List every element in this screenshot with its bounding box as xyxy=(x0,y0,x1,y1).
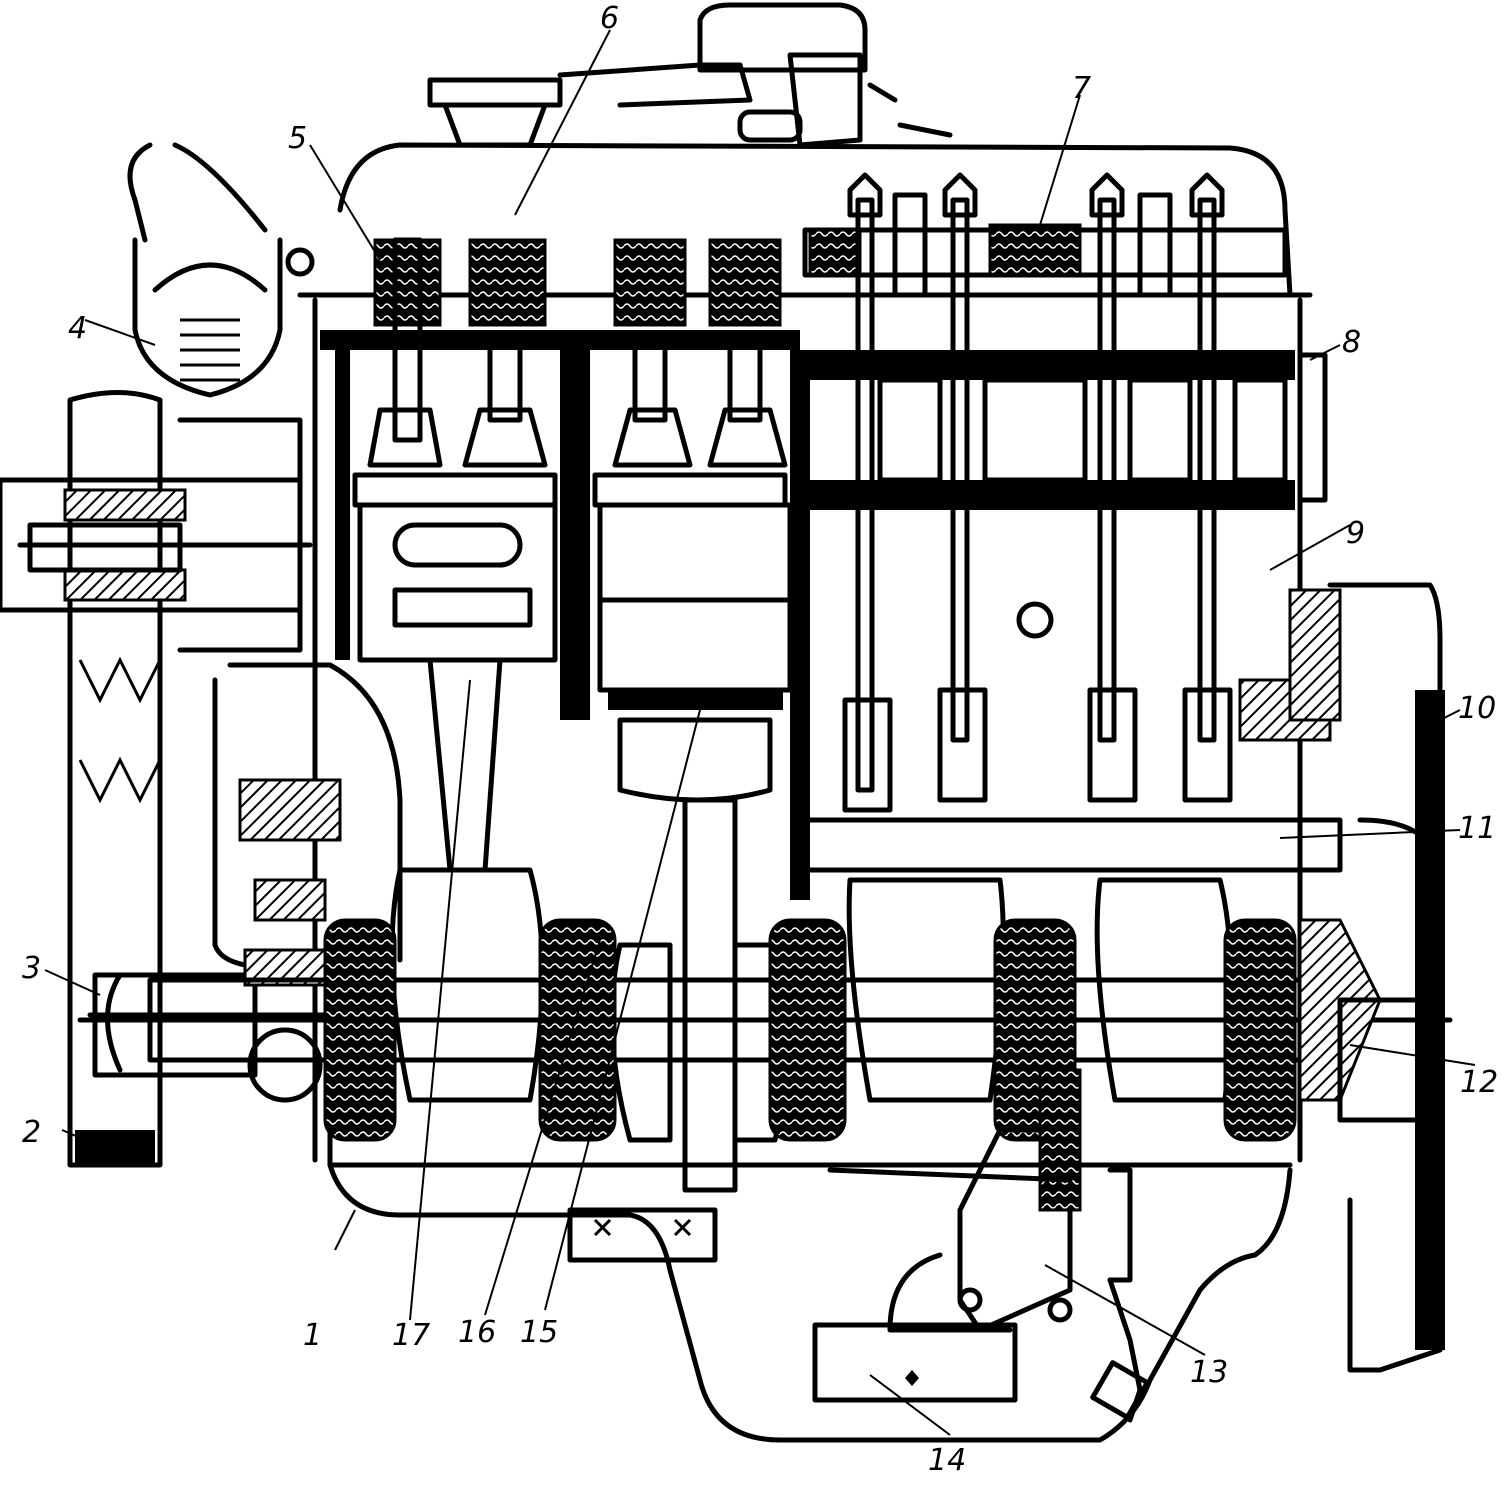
valve-springs xyxy=(367,237,788,468)
callout-14: 14 xyxy=(928,1443,966,1478)
cylinder-head xyxy=(320,330,810,900)
callout-labels: 1 2 3 4 5 6 7 8 9 10 11 12 13 14 15 16 1… xyxy=(22,1,1498,1478)
callout-17: 17 xyxy=(392,1318,430,1353)
cam-followers xyxy=(842,678,1332,813)
callout-11: 11 xyxy=(1458,811,1496,846)
callout-7: 7 xyxy=(1072,71,1091,106)
callout-9: 9 xyxy=(1346,516,1365,551)
piston-left xyxy=(357,502,558,873)
oil-pan-bracket xyxy=(567,1167,1073,1263)
callout-2: 2 xyxy=(22,1115,41,1150)
main-bearings xyxy=(323,918,1297,1142)
rocker-shaft xyxy=(802,192,1288,298)
callout-10: 10 xyxy=(1458,691,1496,726)
callout-16: 16 xyxy=(458,1315,496,1350)
callout-3: 3 xyxy=(22,951,41,986)
oil-pump xyxy=(957,1068,1150,1423)
callout-1: 1 xyxy=(303,1318,322,1353)
leader-lines xyxy=(44,29,1476,1436)
air-cleaner-assembly xyxy=(427,2,953,148)
callout-4: 4 xyxy=(68,311,87,346)
callout-5: 5 xyxy=(288,121,307,156)
thermostat-housing xyxy=(127,142,315,398)
intake-manifold xyxy=(805,350,1328,639)
callout-8: 8 xyxy=(1342,325,1361,360)
oil-strainer xyxy=(812,1252,1018,1403)
thermostat-spring xyxy=(180,318,240,382)
flywheel xyxy=(1288,582,1445,1373)
callout-13: 13 xyxy=(1190,1355,1228,1390)
piston-right xyxy=(597,502,793,1193)
callout-6: 6 xyxy=(600,1,619,36)
front-pulley-assembly xyxy=(0,390,333,1168)
callout-15: 15 xyxy=(520,1315,558,1350)
callout-12: 12 xyxy=(1460,1065,1498,1100)
